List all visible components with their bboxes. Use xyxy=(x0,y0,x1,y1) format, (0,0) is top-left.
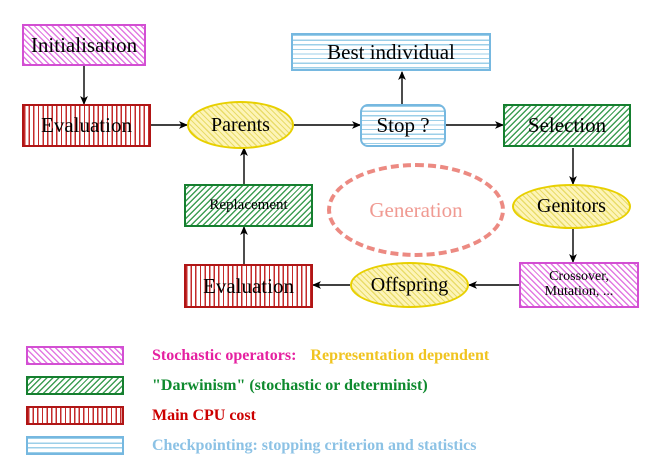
node-replacement-label: Replacement xyxy=(209,196,288,213)
legend-row-checkpointing: Checkpointing: stopping criterion and st… xyxy=(26,436,476,455)
node-replacement[interactable]: Replacement xyxy=(184,184,313,227)
node-initialisation-label: Initialisation xyxy=(30,32,138,57)
node-offspring-label: Offspring xyxy=(370,273,449,296)
node-stop[interactable]: Stop ? xyxy=(360,104,446,147)
node-parents[interactable]: Parents xyxy=(187,101,294,149)
node-initialisation[interactable]: Initialisation xyxy=(22,24,146,66)
node-offspring[interactable]: Offspring xyxy=(350,262,469,308)
node-genitors-label: Genitors xyxy=(537,195,606,217)
node-genitors[interactable]: Genitors xyxy=(512,184,631,229)
legend-swatch-green xyxy=(26,376,124,395)
legend-row-stochastic: Stochastic operators: Representation dep… xyxy=(26,346,489,365)
legend-swatch-red xyxy=(26,406,124,425)
legend-row-darwinism: "Darwinism" (stochastic or determinist) xyxy=(26,376,428,395)
legend: Stochastic operators: Representation dep… xyxy=(0,336,662,471)
generation-label-ellipse: Generation xyxy=(327,163,505,257)
node-operators-label: Crossover, Mutation, ... xyxy=(544,269,614,299)
node-evaluation-top[interactable]: Evaluation xyxy=(22,104,151,147)
node-evaluation-bottom[interactable]: Evaluation xyxy=(184,264,313,308)
legend-label-representation: Representation dependent xyxy=(310,346,490,364)
legend-label-cpu-cost: Main CPU cost xyxy=(152,406,256,424)
legend-label-stochastic: Stochastic operators: xyxy=(152,346,297,364)
node-evaluation-bottom-label: Evaluation xyxy=(203,273,294,298)
legend-label-checkpointing: Checkpointing: stopping criterion and st… xyxy=(152,436,477,454)
node-best-individual[interactable]: Best individual xyxy=(291,33,491,71)
node-selection[interactable]: Selection xyxy=(503,104,631,147)
legend-row-cpu-cost: Main CPU cost xyxy=(26,406,256,425)
node-best-individual-label: Best individual xyxy=(327,39,455,64)
node-selection-label: Selection xyxy=(527,113,607,138)
legend-swatch-blue xyxy=(26,436,124,455)
node-stop-label: Stop ? xyxy=(376,113,430,138)
legend-swatch-magenta xyxy=(26,346,124,365)
node-evaluation-top-label: Evaluation xyxy=(41,113,132,138)
legend-label-darwinism: "Darwinism" (stochastic or determinist) xyxy=(152,376,428,394)
node-operators[interactable]: Crossover, Mutation, ... xyxy=(519,262,639,308)
node-parents-label: Parents xyxy=(211,113,270,136)
generation-label: Generation xyxy=(369,197,463,222)
